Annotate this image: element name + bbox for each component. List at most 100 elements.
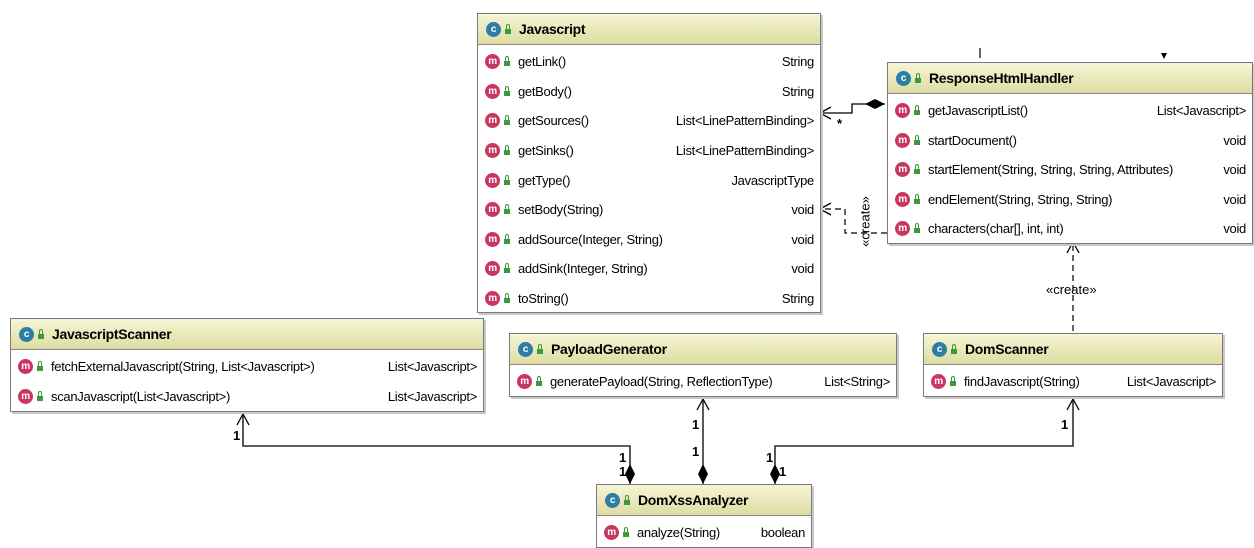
public-visibility-icon xyxy=(537,343,543,354)
public-visibility-icon xyxy=(504,56,510,67)
public-visibility-icon xyxy=(37,390,43,401)
method-row[interactable]: m endElement(String, String, String) void xyxy=(888,185,1252,215)
public-visibility-icon xyxy=(915,72,921,83)
public-visibility-icon xyxy=(951,343,957,354)
method-name: endElement(String, String, String) xyxy=(928,191,1113,207)
method-icon: m xyxy=(517,374,532,390)
method-icon: m xyxy=(485,54,500,70)
class-header: c DomXssAnalyzer xyxy=(597,485,811,516)
method-row[interactable]: m getType() JavascriptType xyxy=(478,165,820,195)
method-icon: m xyxy=(485,172,500,188)
method-name: startDocument() xyxy=(928,132,1017,148)
method-name: getType() xyxy=(518,172,571,188)
dependency-create-javascript xyxy=(818,202,887,234)
method-icon: m xyxy=(485,143,500,159)
method-return-type: List<String> xyxy=(824,374,890,390)
method-return-type: JavascriptType xyxy=(731,172,814,188)
public-visibility-icon xyxy=(504,115,510,126)
public-visibility-icon xyxy=(914,164,920,175)
class-name: DomXssAnalyzer xyxy=(638,492,749,508)
method-return-type: boolean xyxy=(760,525,805,541)
class-icon: c xyxy=(518,341,533,357)
class-header: c Javascript xyxy=(478,14,820,45)
multiplicity-label: 1 xyxy=(619,450,627,465)
method-row[interactable]: m getLink() String xyxy=(478,47,820,77)
multiplicity-label: 1 xyxy=(766,450,774,465)
composition-diamond xyxy=(770,464,780,484)
public-visibility-icon xyxy=(504,145,510,156)
method-row[interactable]: m characters(char[], int, int) void xyxy=(888,214,1252,244)
edge-tick-arrow xyxy=(1161,53,1167,59)
method-return-type: String xyxy=(781,291,814,307)
method-name: setBody(String) xyxy=(518,202,604,218)
method-return-type: void xyxy=(1223,191,1246,207)
class-icon: c xyxy=(896,70,911,86)
method-icon: m xyxy=(18,359,33,375)
method-icon: m xyxy=(485,83,500,99)
method-icon: m xyxy=(895,191,910,207)
method-return-type: void xyxy=(1223,132,1246,148)
method-icon: m xyxy=(895,221,910,237)
method-return-type: List<LinePatternBinding> xyxy=(675,113,814,129)
method-icon: m xyxy=(18,388,33,404)
public-visibility-icon xyxy=(914,134,920,145)
method-icon: m xyxy=(895,132,910,148)
composition-analyzer-scanner xyxy=(236,412,631,484)
method-row[interactable]: m startDocument() void xyxy=(888,126,1252,156)
public-visibility-icon xyxy=(504,293,510,304)
public-visibility-icon xyxy=(38,328,44,339)
class-icon: c xyxy=(932,341,947,357)
class-header: c JavascriptScanner xyxy=(11,319,483,350)
multiplicity-label: 1 xyxy=(692,444,700,459)
multiplicity-label: 1 xyxy=(233,428,241,443)
method-name: getLink() xyxy=(518,54,566,70)
composition-diamond xyxy=(865,99,885,109)
class-header: c PayloadGenerator xyxy=(510,334,896,365)
method-name: characters(char[], int, int) xyxy=(928,221,1064,237)
public-visibility-icon xyxy=(504,263,510,274)
class-name: Javascript xyxy=(519,21,586,37)
method-icon: m xyxy=(485,231,500,247)
method-name: analyze(String) xyxy=(637,525,720,541)
method-icon: m xyxy=(485,291,500,307)
method-name: startElement(String, String, String, Att… xyxy=(928,162,1173,178)
method-return-type: void xyxy=(1223,162,1246,178)
method-name: getSinks() xyxy=(518,143,574,159)
composition-diamond xyxy=(625,464,635,484)
public-visibility-icon xyxy=(504,174,510,185)
public-visibility-icon xyxy=(504,85,510,96)
public-visibility-icon xyxy=(624,494,630,505)
method-name: findJavascript(String) xyxy=(964,374,1080,390)
public-visibility-icon xyxy=(505,23,511,34)
method-return-type: void xyxy=(1223,221,1246,237)
method-return-type: String xyxy=(781,54,814,70)
public-visibility-icon xyxy=(504,233,510,244)
composition-analyzer-domscanner xyxy=(774,397,1080,484)
public-visibility-icon xyxy=(504,204,510,215)
method-icon: m xyxy=(931,374,946,390)
method-return-type: void xyxy=(791,231,814,247)
class-name: JavascriptScanner xyxy=(52,326,172,342)
class-name: PayloadGenerator xyxy=(551,341,667,357)
